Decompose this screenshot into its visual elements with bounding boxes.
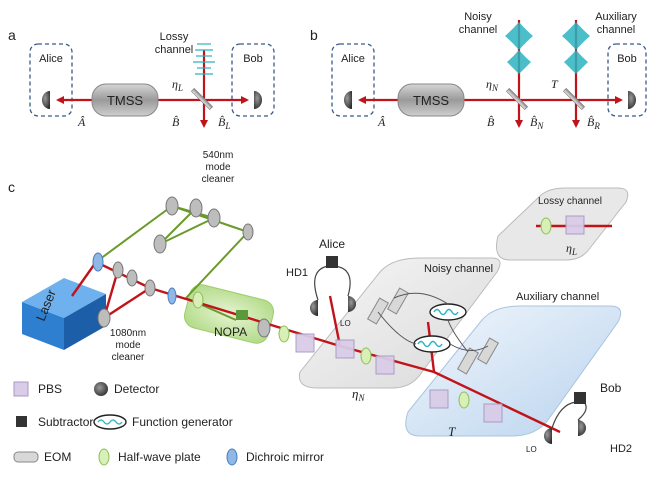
tmss-label-a: TMSS [107, 93, 143, 108]
legend-function-generator: Function generator [132, 415, 233, 429]
laser-box [22, 278, 106, 350]
alice-label-a: Alice [39, 53, 63, 65]
noise-wave-noisy [505, 22, 533, 74]
noise-wave-aux [562, 22, 590, 74]
beam-splitter-a [190, 87, 214, 111]
panel-b-letter: b [310, 27, 318, 43]
panel-a: a Alice Bob TMSS Lossy channel ηL Â B̂ B… [8, 27, 275, 131]
hd2-detector-right [578, 420, 586, 436]
mode-bn-label-b: B̂N [530, 115, 544, 131]
noisy-channel-line1: Noisy [464, 11, 492, 23]
dichroic-mirror-2 [167, 287, 177, 305]
function-generator-wave-icon [97, 419, 123, 425]
lo1-label: LO [340, 319, 351, 328]
cleaner-1080-line3: cleaner [112, 352, 145, 363]
half-wave-plates [278, 217, 552, 409]
alice-detector-a [42, 91, 50, 109]
cleaner-1080-line1: 1080nm [110, 328, 146, 339]
fg-cables [377, 292, 489, 353]
eta-n-label-b: ηN [486, 77, 499, 93]
lossy-channel-region [496, 187, 629, 261]
mode-a-label-b: Â [377, 115, 386, 129]
panel-c: c NOPA Laser [8, 150, 632, 455]
bob-detector-b [628, 91, 636, 109]
tmss-box-a [91, 83, 159, 117]
legend-subtractor: Subtractor [38, 415, 93, 429]
legend-eom: EOM [44, 450, 71, 464]
nopa-crystal [236, 310, 248, 320]
nopa-waveplate [192, 291, 204, 309]
mode-br-label-b: B̂R [587, 115, 600, 131]
alice-detector-b [344, 91, 352, 109]
alice-label-b: Alice [341, 53, 365, 65]
t-label-c: T [448, 424, 456, 439]
legend-pbs: PBS [38, 382, 62, 396]
beam-splitter-noisy [505, 87, 529, 111]
panel-c-letter: c [8, 179, 15, 195]
tmss-box-b [397, 83, 465, 117]
legend-dichroic-mirror: Dichroic mirror [246, 450, 324, 464]
aux-channel-line2: channel [597, 24, 636, 36]
nopa-label: NOPA [214, 325, 247, 339]
panel-b: b Alice Bob TMSS Noisy channel Auxiliary… [310, 11, 647, 131]
panel-a-letter: a [8, 27, 16, 43]
aux-channel-line1: Auxiliary [595, 11, 637, 23]
dichroic-mirror-1 [92, 252, 104, 272]
bob-label-b: Bob [617, 53, 637, 65]
hd1-detector-left [310, 300, 318, 316]
hd1-cables [314, 265, 351, 301]
hd1-subtractor [326, 256, 338, 268]
lossy-channel-label-c: Lossy channel [538, 196, 602, 207]
cleaner-1080-line2: mode [115, 340, 140, 351]
lossy-channel-line2: channel [155, 44, 194, 56]
eom-icon [13, 451, 39, 463]
alice-box-a [29, 43, 73, 117]
legend: PBS Detector Subtractor Function generat… [13, 381, 324, 466]
mode-b-label-b: B̂ [487, 115, 495, 129]
subtractor-icon [16, 416, 27, 427]
aux-channel-label-c: Auxiliary channel [516, 291, 599, 303]
mode-a-label-a: Â [77, 115, 86, 129]
eta-l-label-a: ηL [172, 77, 183, 93]
eta-n-label-c: ηN [352, 386, 365, 403]
t-label-b: T [551, 77, 559, 91]
hd2-label: HD2 [610, 443, 632, 455]
nopa-output-mirror [257, 318, 271, 338]
alice-box-b [331, 43, 375, 117]
cleaner-540-line1: 540nm [203, 150, 234, 161]
alice-label-c: Alice [319, 237, 345, 251]
bob-label-c: Bob [600, 381, 622, 395]
pbs-icon [13, 381, 29, 397]
bob-label-a: Bob [243, 53, 263, 65]
hd1-detector-right [348, 296, 356, 312]
bob-box-b [607, 43, 647, 117]
noisy-channel-line2: channel [459, 24, 498, 36]
mode-bl-label-a: B̂L [218, 115, 230, 131]
legend-detector: Detector [114, 382, 159, 396]
noisy-channel-label-c: Noisy channel [424, 263, 493, 275]
hd1-label: HD1 [286, 267, 308, 279]
hd2-subtractor [574, 392, 586, 404]
lo2-label: LO [526, 445, 537, 454]
half-wave-plate-icon [98, 448, 110, 466]
lossy-channel-line1: Lossy [160, 31, 189, 43]
lossy-noise-a [193, 43, 215, 75]
beam-splitter-aux [562, 87, 586, 111]
hd2-detector-left [544, 428, 552, 444]
detector-icon [94, 382, 108, 396]
bob-detector-a [254, 91, 262, 109]
legend-half-wave-plate: Half-wave plate [118, 450, 201, 464]
mode-b-label-a: B̂ [172, 115, 180, 129]
cleaner-540-line3: cleaner [202, 174, 235, 185]
dichroic-mirror-icon [226, 448, 238, 466]
bob-box-a [231, 43, 275, 117]
pbs-cubes [295, 215, 585, 423]
function-generators [413, 303, 467, 353]
eta-l-label-c: ηL [566, 241, 577, 257]
tmss-label-b: TMSS [413, 93, 449, 108]
cleaner-540-line2: mode [205, 162, 230, 173]
cleaner-mirrors [97, 196, 254, 328]
